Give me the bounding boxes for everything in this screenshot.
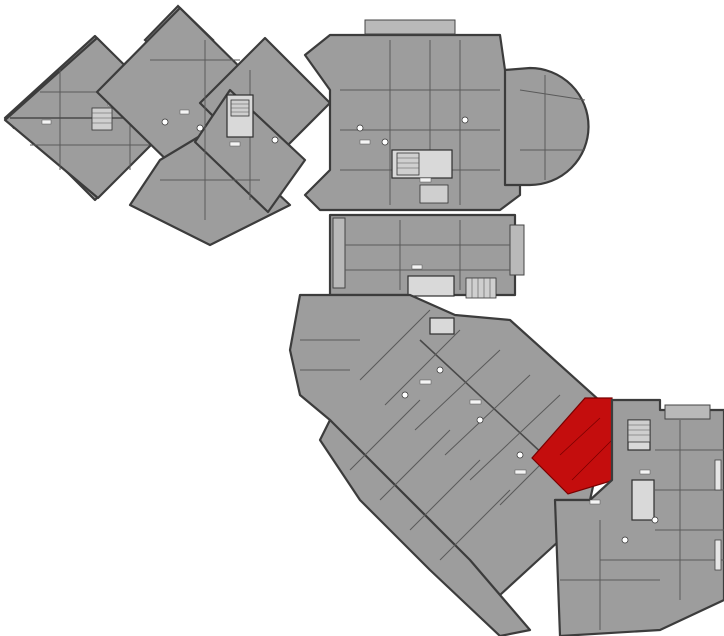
north-rotunda[interactable] [503,66,590,187]
north-block[interactable] [303,19,522,212]
selected-unit-inner-wall [559,417,601,456]
diamond-tower-right[interactable] [95,6,332,247]
east-block[interactable] [553,398,724,636]
selected-unit-inner-wall [571,439,613,481]
middle-block[interactable] [328,213,525,299]
selected-unit[interactable] [531,397,615,495]
